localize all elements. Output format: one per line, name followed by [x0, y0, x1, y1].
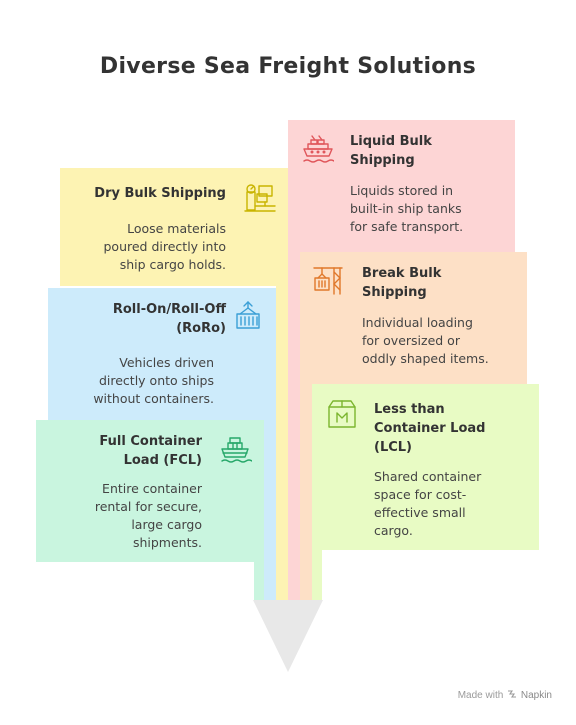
panel-description: Shared container space for cost- effecti…: [374, 469, 482, 538]
panel-description: Loose materials poured directly into shi…: [103, 221, 227, 272]
tanker-ship-icon: [302, 134, 334, 166]
panel-title: Less than Container Load (LCL): [374, 402, 486, 455]
panel-break-bulk: Break Bulk Shipping Individual loading f…: [300, 252, 527, 384]
scale-cargo-icon: [244, 182, 276, 214]
package-m-icon: [326, 398, 358, 430]
funnel-triangle: [253, 600, 323, 676]
panel-dry-bulk: Dry Bulk Shipping Loose materials poured…: [60, 168, 288, 286]
panel-description: Liquids stored in built-in ship tanks fo…: [350, 183, 464, 234]
footer-prefix: Made with: [457, 690, 504, 701]
container-ship-icon: [220, 434, 252, 466]
panel-title: Roll-On/Roll-Off (RoRo): [112, 302, 226, 336]
hoist-crane-icon: [312, 264, 344, 296]
panel-liquid-bulk: Liquid Bulk Shipping Liquids stored in b…: [288, 120, 515, 252]
panel-title: Liquid Bulk Shipping: [350, 134, 432, 168]
panel-lcl: Less than Container Load (LCL) Shared co…: [312, 384, 539, 550]
napkin-logo-icon: [507, 689, 517, 702]
panel-fcl: Full Container Load (FCL) Entire contain…: [36, 420, 264, 562]
container-crane-icon: [232, 300, 264, 332]
panel-title: Full Container Load (FCL): [99, 434, 202, 468]
panel-title: Break Bulk Shipping: [362, 266, 442, 300]
page-title: Diverse Sea Freight Solutions: [99, 54, 477, 79]
panel-description: Individual loading for oversized or oddl…: [362, 315, 489, 366]
panel-description: Entire container rental for secure, larg…: [94, 481, 202, 550]
footer-brand: Napkin: [520, 690, 552, 701]
footer-credit: Made with Napkin: [458, 689, 552, 702]
panel-roro: Roll-On/Roll-Off (RoRo) Vehicles driven …: [48, 288, 276, 420]
panel-title: Dry Bulk Shipping: [94, 186, 226, 201]
panel-description: Vehicles driven directly onto ships with…: [93, 355, 214, 406]
